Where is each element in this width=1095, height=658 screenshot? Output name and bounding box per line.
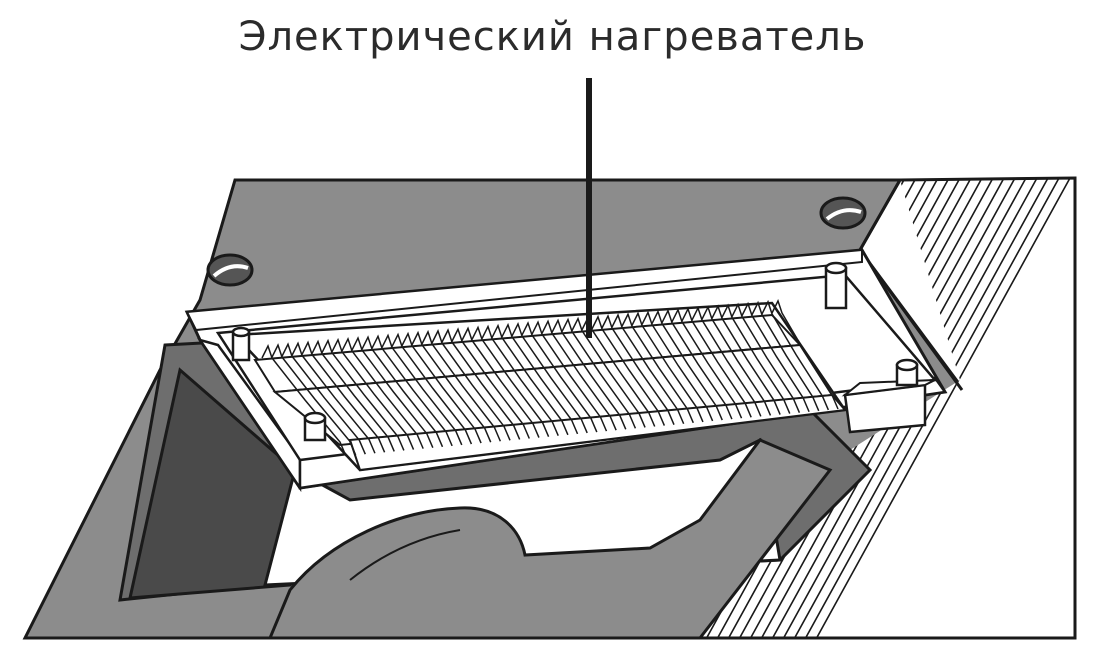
mount-hole-right [819, 196, 867, 230]
support-post-front-left [303, 411, 327, 442]
fan-housing [267, 438, 833, 640]
support-post-back-right [824, 261, 848, 310]
support-post-back-left [231, 326, 251, 362]
support-post-front-right [895, 358, 919, 387]
mount-hole-left [206, 253, 254, 287]
heater-label-text: Электрический нагреватель [238, 14, 867, 60]
heater-label: Электрический нагреватель [0, 14, 1095, 60]
